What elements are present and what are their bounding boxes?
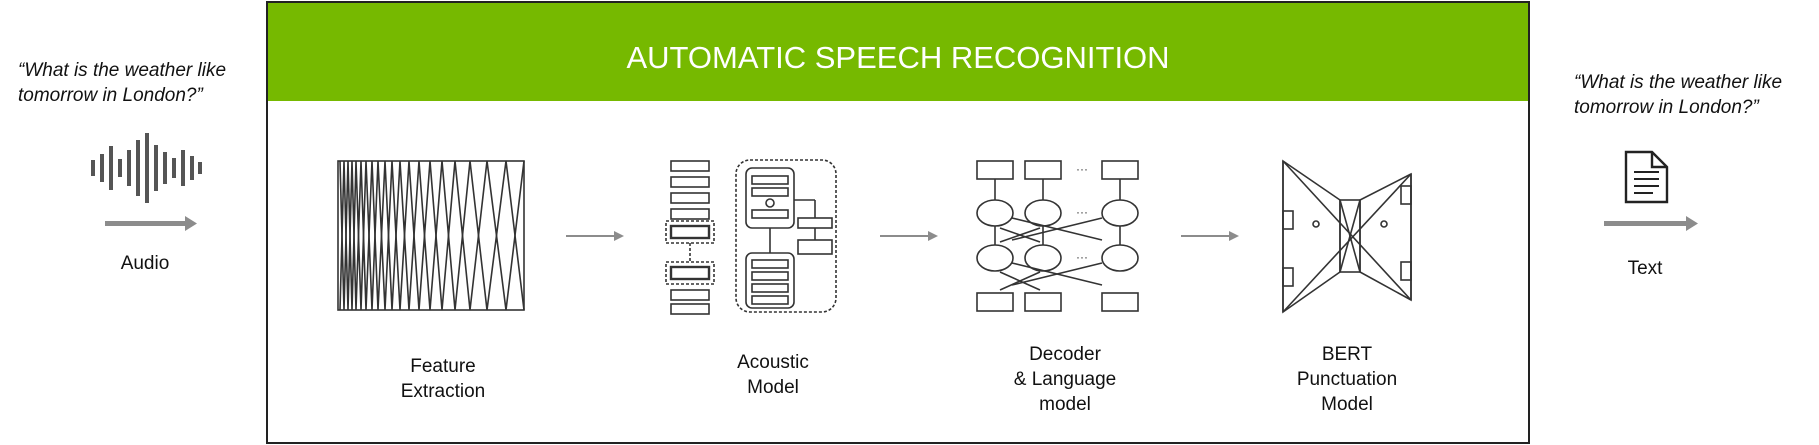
stage-label-line: model [1039,394,1091,415]
asr-pipeline-box [266,1,1530,444]
stage-label-line: Punctuation [1296,369,1398,390]
asr-title: AUTOMATIC SPEECH RECOGNITION [626,40,1170,75]
stage-label-line: Acoustic [737,352,809,373]
stage-label-line: BERT [1321,344,1373,365]
stage-label-bert-punctuation-model: BERT Punctuation Model [1267,342,1427,417]
input-quote: “What is the weather like tomorrow in Lo… [18,58,226,108]
stage-label-line: Model [747,377,799,398]
stage-label-acoustic-model: Acoustic Model [693,350,853,400]
document-icon [1624,150,1669,204]
input-arrow [105,216,197,231]
asr-header [268,3,1528,101]
audio-label: Audio [120,253,170,274]
stage-label-line: Extraction [400,381,486,402]
stage-label-feature-extraction: Feature Extraction [363,354,523,404]
stage-label-line: Feature [410,356,476,377]
output-arrow [1604,216,1698,231]
stage-label-line: Decoder [1029,344,1101,365]
input-quote-line2: tomorrow in London?” [18,85,203,106]
input-quote-line1: “What is the weather like [18,60,227,81]
output-quote: “What is the weather like tomorrow in Lo… [1574,70,1782,120]
stage-label-line: & Language [1013,369,1117,390]
stage-label-decoder-language-model: Decoder & Language model [985,342,1145,417]
output-quote-line1: “What is the weather like [1574,72,1783,93]
output-quote-line2: tomorrow in London?” [1574,97,1759,118]
audio-waveform-icon [91,133,202,203]
stage-label-line: Model [1321,394,1373,415]
text-label: Text [1627,258,1663,279]
